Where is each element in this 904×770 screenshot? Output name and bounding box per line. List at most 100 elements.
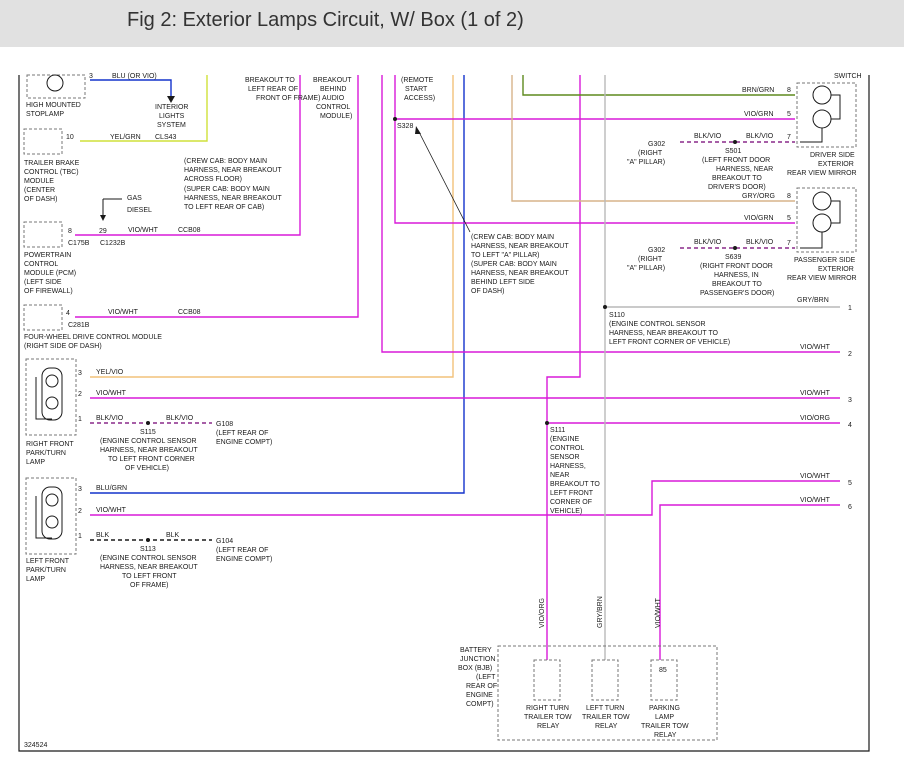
s111-note-2: CONTROL (550, 445, 584, 452)
pin-4-4wd: 4 (66, 310, 70, 317)
splice-s639-dot (733, 246, 737, 250)
ground-g302-passenger: G302 (648, 247, 665, 254)
wire-label-right-blk-vio: BLK/VIO (96, 415, 124, 422)
arrow-s328 (415, 126, 421, 134)
driver-mirror-label-1: DRIVER SIDE (810, 152, 855, 159)
driver-mirror-box (796, 82, 857, 148)
g108-note-1: (LEFT REAR OF (216, 430, 268, 437)
pin-7-driver: 7 (787, 134, 791, 141)
passenger-mirror-ground (800, 200, 841, 249)
stoplamp-box (26, 74, 86, 99)
pcm-label-4: (LEFT SIDE (24, 279, 62, 286)
note-crew-rear-4: (SUPER CAB: BODY MAIN (184, 186, 270, 193)
relay-parking-label-4: RELAY (654, 732, 677, 739)
pin-2-right-lamp: 2 (78, 391, 82, 398)
splice-dots (146, 117, 737, 542)
circuit-2: 2 (848, 351, 852, 358)
right-lamp-ground (35, 377, 52, 420)
pcm-label-2: CONTROL (24, 261, 58, 268)
breakout-frame-2: LEFT REAR OF (248, 86, 298, 93)
left-lamp-ground (35, 496, 52, 539)
relay-right-label-3: RELAY (537, 723, 560, 730)
g104-note-1: (LEFT REAR OF (216, 547, 268, 554)
note-crew-rear-6: TO LEFT REAR OF CAB) (184, 204, 264, 211)
circuit-5: 5 (848, 480, 852, 487)
bjb-label-1: BATTERY (460, 647, 492, 654)
pcm-label-5: OF FIREWALL) (24, 288, 73, 295)
passenger-mirror-label-2: EXTERIOR (818, 266, 854, 273)
circuit-1: 1 (848, 305, 852, 312)
wire-s328 (394, 75, 795, 224)
relay-parking-label-3: TRAILER TOW (641, 723, 689, 730)
left-lamp-housing (41, 486, 63, 540)
pin-8-passenger: 8 (787, 193, 791, 200)
s111-note-9: VEHICLE) (550, 508, 582, 515)
s639-note-3: BREAKOUT TO (712, 281, 762, 288)
wire-brn-grn (522, 75, 795, 96)
driver-mirror-bulb-1 (812, 85, 832, 105)
bjb-box (497, 645, 718, 741)
breakout-audio-1: BREAKOUT (313, 77, 352, 84)
arrow-interior-lights (167, 96, 175, 103)
s110-note-1: (ENGINE CONTROL SENSOR (609, 321, 706, 328)
right-lamp-label-1: RIGHT FRONT (26, 441, 74, 448)
wire-gry-org (511, 75, 795, 202)
splice-s501-dot (733, 140, 737, 144)
splice-s115: S115 (140, 429, 156, 436)
note-pillar-5: HARNESS, NEAR BREAKOUT (471, 270, 569, 277)
relay-left-box (591, 659, 619, 701)
s113-note-2: HARNESS, NEAR BREAKOUT (100, 564, 198, 571)
gas-diesel-branch (102, 198, 122, 220)
wire-label-yel-vio: YEL/VIO (96, 369, 124, 376)
breakout-audio-4: CONTROL (316, 104, 350, 111)
pcm-box (23, 221, 63, 248)
4wd-label-2: (RIGHT SIDE OF DASH) (24, 343, 102, 350)
g104-note-2: ENGINE COMPT) (216, 556, 272, 563)
wire-label-4wd-vio-wht: VIO/WHT (108, 309, 139, 316)
left-lamp-label-2: PARK/TURN (26, 567, 66, 574)
bjb-label-5: REAR OF (466, 683, 497, 690)
s113-note-3: TO LEFT FRONT (122, 573, 177, 580)
splice-s111-dot (545, 421, 549, 425)
pin-3-stoplamp: 3 (89, 73, 93, 80)
ground-g108: G108 (216, 421, 233, 428)
note-pillar-3: TO LEFT "A" PILLAR) (471, 252, 540, 259)
wire-label-blk-vio-pass-2: BLK/VIO (746, 239, 774, 246)
relay-right-box (533, 659, 561, 701)
wire-label-blu-grn: BLU/GRN (96, 485, 127, 492)
wire-label-circuit-4: VIO/ORG (800, 415, 830, 422)
note-pillar-7: OF DASH) (471, 288, 504, 295)
wire-label-circuit-6: VIO/WHT (800, 497, 831, 504)
wire-label-circuit-3: VIO/WHT (800, 390, 831, 397)
s115-note-1: (ENGINE CONTROL SENSOR (100, 438, 197, 445)
splice-s115-dot (146, 421, 150, 425)
pin-10: 10 (66, 134, 74, 141)
s111-note-6: BREAKOUT TO (550, 481, 600, 488)
tbc-label-1: TRAILER BRAKE (24, 160, 80, 167)
wire-label-right-blk-vio-2: BLK/VIO (166, 415, 194, 422)
wire-label-blk: BLK (96, 532, 110, 539)
title-bar: Fig 2: Exterior Lamps Circuit, W/ Box (1… (0, 0, 904, 47)
s111-note-7: LEFT FRONT (550, 490, 594, 497)
wire-label-circuit-5: VIO/WHT (800, 473, 831, 480)
wire-yel-vio (90, 75, 454, 378)
right-lamp-bulb-top (45, 374, 59, 388)
wire-4wd-vio-wht (75, 75, 359, 318)
tbc-label-5: OF DASH) (24, 196, 57, 203)
wire-label-right-vio-wht: VIO/WHT (96, 390, 127, 397)
leader-s328 (417, 129, 471, 233)
right-lamp-label-2: PARK/TURN (26, 450, 66, 457)
tbc-label-3: MODULE (24, 178, 54, 185)
driver-pillar-2: "A" PILLAR) (627, 159, 665, 166)
s110-note-2: HARNESS, NEAR BREAKOUT TO (609, 330, 718, 337)
splice-s328: S328 (397, 123, 413, 130)
wire-label-cls43: CLS43 (155, 134, 177, 141)
pin-2-left-lamp: 2 (78, 508, 82, 515)
vertical-label-gry-brn: GRY/BRN (597, 596, 604, 628)
wire-label-diesel: DIESEL (127, 207, 152, 214)
splice-s501: S501 (725, 148, 741, 155)
bjb-label-7: COMPT) (466, 701, 494, 708)
note-pillar-1: (CREW CAB: BODY MAIN (471, 234, 554, 241)
vertical-label-vio-wht: VIO/WHT (655, 597, 662, 628)
note-pillar-2: HARNESS, NEAR BREAKOUT (471, 243, 569, 250)
